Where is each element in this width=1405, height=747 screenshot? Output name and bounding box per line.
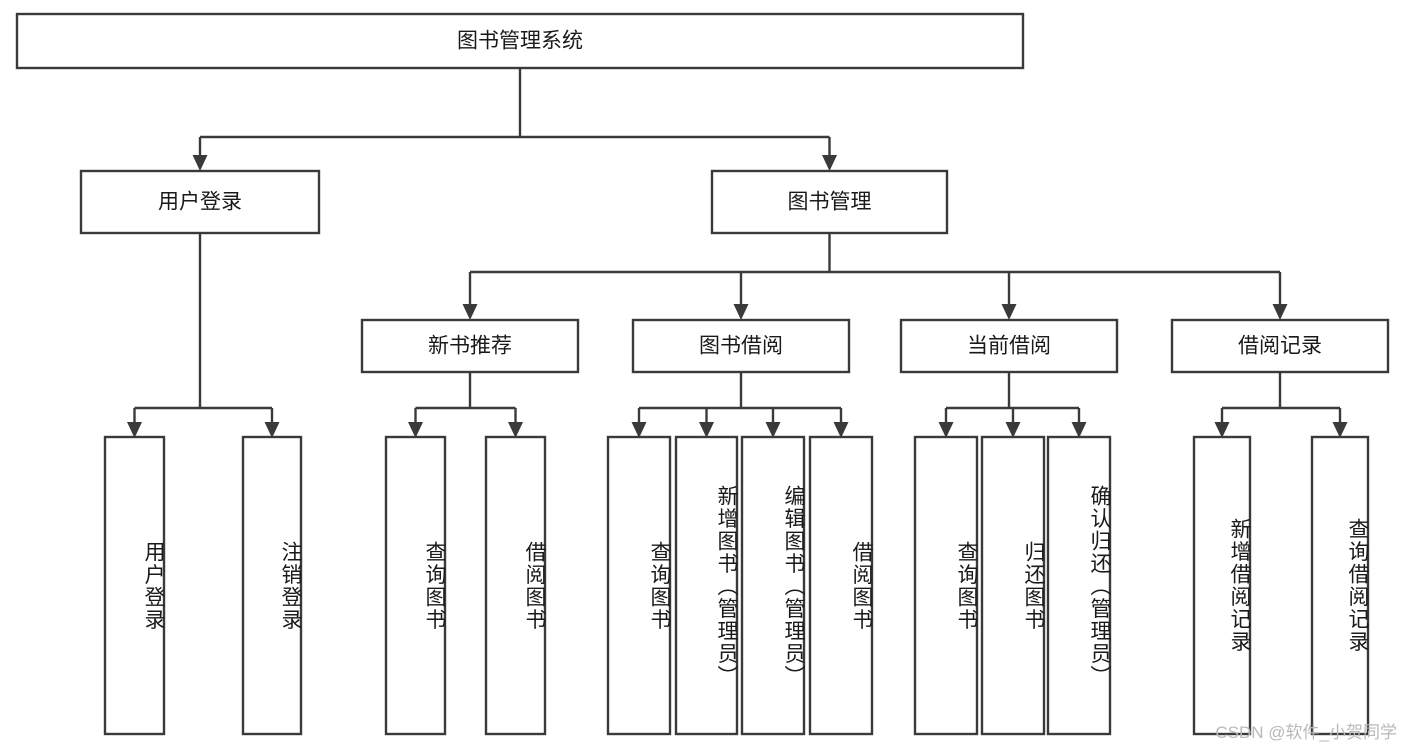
level2-label: 图书借阅 [699,335,783,358]
node-leaf-2[interactable] [384,435,447,736]
node-leaf-6[interactable] [740,435,806,736]
node-level1-1[interactable]: 图书管理 [710,169,949,235]
node-leaf-5[interactable] [674,435,739,736]
arrow-head-icon [1272,304,1288,320]
level2-box[interactable] [1170,318,1390,374]
leaf-box[interactable] [808,435,874,736]
root-label: 图书管理系统 [457,30,583,53]
level2-label: 新书推荐 [428,335,512,358]
leaf-box[interactable] [980,435,1046,736]
node-leaf-12[interactable] [1310,435,1370,736]
node-leaf-0[interactable] [103,435,166,736]
arrow-head-icon [408,422,423,438]
level1-label: 图书管理 [788,191,872,214]
leaf-box[interactable] [1046,435,1112,736]
arrow-head-icon [508,422,523,438]
csdn-watermark: CSDN @软件_小贺同学 [1215,723,1397,742]
arrow-head-icon [631,422,647,438]
node-root-0[interactable]: 图书管理系统 [15,12,1025,70]
leaf-box[interactable] [606,435,672,736]
arrow-head-icon [699,422,714,438]
leaf-box[interactable] [103,435,166,736]
arrow-head-icon [833,422,849,438]
arrow-head-icon [1071,422,1087,438]
node-leaf-9[interactable] [980,435,1046,736]
arrow-head-icon [733,304,749,320]
arrow-head-icon [462,304,478,320]
arrow-head-icon [1001,304,1017,320]
node-leaf-11[interactable] [1192,435,1252,736]
arrow-head-icon [765,422,781,438]
level1-label: 用户登录 [158,191,242,214]
level2-box[interactable] [360,318,580,374]
node-leaf-4[interactable] [606,435,672,736]
level2-label: 当前借阅 [967,335,1051,358]
leaf-box[interactable] [241,435,303,736]
node-leaf-10[interactable] [1046,435,1112,736]
root-box[interactable] [15,12,1025,70]
leaf-box[interactable] [484,435,547,736]
node-leaf-1[interactable] [241,435,303,736]
node-leaf-8[interactable] [913,435,979,736]
node-level2-0[interactable]: 新书推荐 [360,318,580,374]
level2-label: 借阅记录 [1238,335,1322,358]
connector-layer [127,68,1348,438]
level2-box[interactable] [899,318,1119,374]
node-level2-3[interactable]: 借阅记录 [1170,318,1390,374]
node-leaf-7[interactable] [808,435,874,736]
leaf-box[interactable] [384,435,447,736]
leaf-box[interactable] [674,435,739,736]
arrow-head-icon [1332,422,1348,438]
level1-box[interactable] [79,169,321,235]
level2-box[interactable] [631,318,851,374]
node-level2-2[interactable]: 当前借阅 [899,318,1119,374]
leaf-box[interactable] [740,435,806,736]
arrow-head-icon [938,422,954,438]
arrow-head-icon [264,422,280,438]
arrow-head-icon [1005,422,1021,438]
arrow-head-icon [192,155,208,171]
arrow-head-icon [127,422,142,438]
leaf-box[interactable] [1310,435,1370,736]
node-level2-1[interactable]: 图书借阅 [631,318,851,374]
level1-box[interactable] [710,169,949,235]
arrow-head-icon [1214,422,1230,438]
leaf-box[interactable] [913,435,979,736]
leaf-box[interactable] [1192,435,1252,736]
node-leaf-3[interactable] [484,435,547,736]
node-level1-0[interactable]: 用户登录 [79,169,321,235]
arrow-head-icon [822,155,837,171]
